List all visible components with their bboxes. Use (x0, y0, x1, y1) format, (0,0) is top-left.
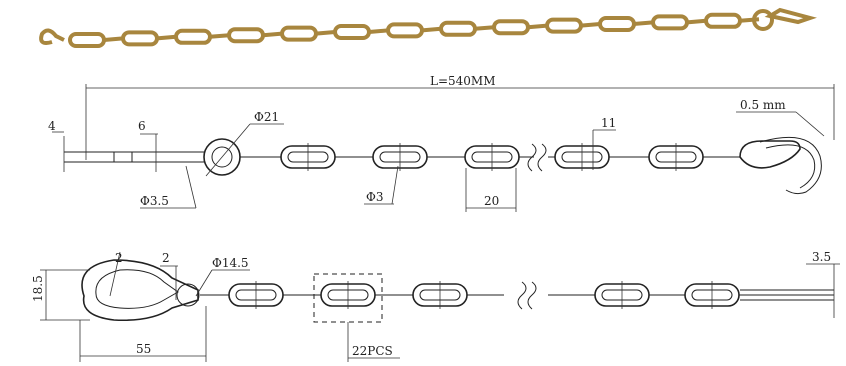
photo-s-hook (39, 28, 65, 45)
photo-connector-12 (686, 18, 707, 25)
dim-2-swivel: 2 (162, 251, 170, 265)
dim-phi3-5: Φ3.5 (140, 194, 169, 208)
photo-link-5 (280, 25, 318, 42)
snap-hook-body (81, 259, 199, 322)
photo-link-3 (174, 28, 212, 45)
break-mark-lower-b (527, 281, 537, 310)
photo-link-11 (598, 16, 636, 32)
pcs-highlight-box (313, 273, 383, 323)
drawing-lower: 18.5 2 2 Φ14.5 55 22PCS 3.5 (31, 250, 840, 362)
dim-22pcs: 22PCS (352, 344, 393, 358)
photo-link-12 (651, 14, 689, 31)
photo-connector-4 (262, 31, 283, 38)
photo-connector-2 (156, 34, 177, 41)
photo-connector-11 (633, 20, 654, 26)
photo-links (68, 12, 760, 48)
break-mark-upper-b (537, 143, 547, 172)
photo-connector-1 (103, 36, 124, 42)
dim-2-hook: 2 (115, 251, 123, 265)
photo-link-7 (386, 22, 424, 39)
photo-link-13 (704, 12, 742, 29)
lower-chain-links (228, 281, 740, 309)
photo-connector-8 (474, 25, 495, 31)
photo-connector-6 (368, 28, 389, 34)
rod-pin (113, 151, 133, 163)
upper-chain-links (280, 143, 704, 171)
photo-connector-13 (739, 17, 760, 23)
photo-connector-5 (315, 30, 336, 36)
s-hook-eye (739, 140, 801, 169)
photo-connector-10 (580, 22, 601, 28)
dim-phi3: Φ3 (366, 190, 383, 204)
break-mark-lower-a (517, 281, 527, 310)
photo-link-1 (68, 32, 106, 48)
dim-3-5: 3.5 (812, 250, 831, 264)
length-label: L=540MM (430, 74, 496, 88)
drawing-upper: L=540MM 4 6 Φ21 Φ3.5 Φ3 (48, 74, 835, 212)
photo-link-6 (333, 24, 371, 40)
photo-link-8 (439, 20, 477, 37)
snap-hook-swivel (176, 283, 200, 307)
photo-snap-hook (764, 7, 817, 25)
photo-connector-7 (421, 26, 442, 33)
dim-20: 20 (484, 194, 499, 208)
photo-link-2 (121, 30, 159, 47)
dim-18-5: 18.5 (31, 275, 45, 302)
photo-connector-3 (209, 33, 230, 39)
photo-link-9 (492, 19, 530, 36)
dim-phi14-5: Φ14.5 (212, 256, 249, 270)
photo-ring (752, 9, 774, 31)
dim-4: 4 (48, 119, 56, 133)
dim-6: 6 (138, 119, 146, 133)
break-mark-upper-a (527, 143, 537, 172)
ring-inner (211, 146, 233, 168)
s-hook-curve (759, 136, 822, 195)
chain-photo (39, 7, 817, 48)
dim-11: 11 (601, 116, 616, 130)
photo-link-10 (545, 17, 583, 34)
dim-phi21: Φ21 (254, 110, 279, 124)
dim-0-5: 0.5 mm (740, 98, 786, 112)
dim-55: 55 (136, 342, 151, 356)
photo-connector-9 (527, 23, 548, 30)
photo-link-4 (227, 27, 265, 44)
snap-hook-inner (95, 269, 179, 309)
